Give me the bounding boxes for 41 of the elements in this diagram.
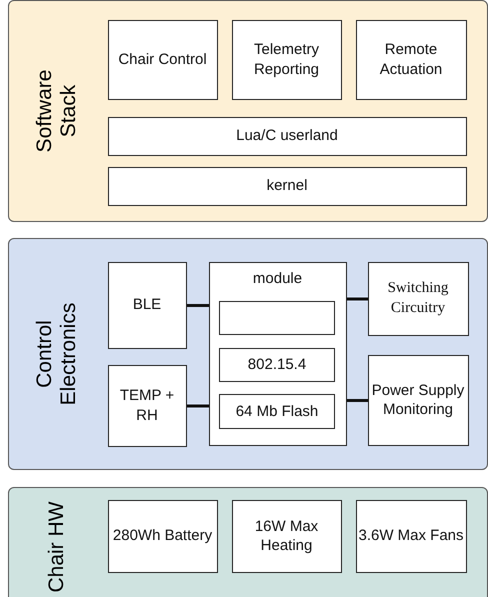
component-label: 802.15.4 xyxy=(248,355,306,375)
component-label: TEMP + RH xyxy=(118,386,176,425)
component-box xyxy=(219,394,335,429)
component-box xyxy=(108,364,186,446)
layer-band xyxy=(8,487,488,597)
component-label: Switching Circuitry xyxy=(386,279,450,318)
connector-line xyxy=(187,304,209,307)
component-box xyxy=(108,500,218,572)
band-title: Software Stack xyxy=(32,68,81,154)
component-box xyxy=(232,20,342,100)
component-box xyxy=(219,348,335,382)
module-title: module xyxy=(252,268,302,288)
component-box xyxy=(108,20,218,100)
component-box xyxy=(108,262,186,348)
module-box xyxy=(208,262,346,446)
component-box xyxy=(356,500,466,572)
component-label: 64 Mb Flash xyxy=(236,402,318,422)
component-box xyxy=(232,500,342,572)
component-box xyxy=(368,354,468,446)
component-label: 280Wh Battery xyxy=(112,526,212,546)
component-box xyxy=(368,262,468,336)
connector-line xyxy=(347,298,368,300)
component-label: kernel xyxy=(266,176,308,196)
component-label: Chair Control xyxy=(118,50,207,70)
component-label: Telemetry Reporting xyxy=(252,40,320,79)
component-label: BLE xyxy=(132,295,162,315)
component-label: Power Supply Monitoring xyxy=(370,380,466,420)
component-label: 16W Max Heating xyxy=(254,516,320,556)
band-title: Control Electronics xyxy=(32,302,81,408)
component-box xyxy=(356,20,466,100)
layer-band xyxy=(8,238,488,470)
component-box xyxy=(108,116,466,156)
band-title: Chair HW xyxy=(44,500,69,595)
component-label: 3.6W Max Fans xyxy=(358,526,464,546)
connector-line xyxy=(187,404,209,408)
component-label: Remote Actuation xyxy=(378,40,444,79)
layer-band xyxy=(8,0,488,222)
component-label: Lua/C userland xyxy=(236,126,338,146)
component-box xyxy=(108,166,466,206)
component-box xyxy=(219,301,335,335)
connector-line xyxy=(347,399,368,402)
